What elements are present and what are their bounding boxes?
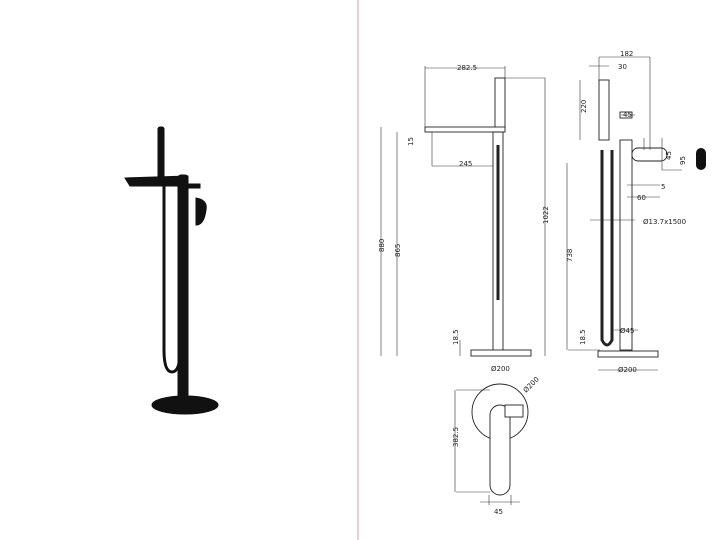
- dim-top-diameter: Ø200: [522, 375, 541, 394]
- side-spout: [424, 126, 506, 133]
- dim-30: 30: [618, 63, 627, 71]
- front-view: 182 30 220 45 45 95 5 60 Ø13.7x1500 738 …: [566, 50, 706, 374]
- product-photo: [124, 126, 219, 415]
- dim-base-diameter: Ø200: [491, 365, 510, 373]
- handle: [195, 197, 207, 226]
- dim-spout-thickness: 15: [407, 137, 415, 146]
- dim-hose: Ø13.7x1500: [643, 218, 686, 226]
- dim-220: 220: [580, 100, 588, 113]
- dim-182: 182: [620, 50, 633, 58]
- top-handle: [489, 404, 511, 496]
- front-handset: [598, 79, 610, 141]
- dim-95: 95: [679, 156, 687, 165]
- dim-865: 865: [394, 244, 402, 257]
- side-base: [470, 349, 532, 357]
- lever: [187, 183, 201, 189]
- dim-spout-reach: 245: [459, 160, 472, 168]
- dim-880: 880: [378, 239, 386, 252]
- dim-60: 60: [637, 194, 646, 202]
- front-base: [597, 350, 659, 358]
- dim-1022: 1022: [542, 206, 550, 224]
- dim-base-height: 18.5: [452, 329, 460, 345]
- hose: [162, 184, 182, 374]
- side-view: 282.5 245 15 880 865 1022 18.5 Ø200: [378, 64, 550, 373]
- front-pipe: [619, 139, 633, 351]
- dim-pipe-diameter: Ø45: [620, 327, 634, 335]
- side-handset: [494, 77, 506, 129]
- dim-body-offset: 45: [623, 111, 632, 119]
- front-handle: [631, 147, 668, 162]
- dim-738: 738: [566, 249, 574, 262]
- dim-top-width-45: 45: [494, 508, 503, 516]
- spout: [124, 175, 189, 187]
- dim-5: 5: [661, 183, 665, 191]
- handset: [157, 126, 165, 183]
- dim-base-height-front: 18.5: [579, 329, 587, 345]
- top-view: Ø200 382.5 45: [452, 375, 541, 516]
- handle-knurled: [696, 148, 706, 170]
- dim-handle-height: 45: [665, 151, 673, 160]
- front-hose: [600, 150, 614, 347]
- dim-base-diameter-front: Ø200: [618, 366, 637, 374]
- dim-top-width: 282.5: [457, 64, 477, 72]
- dim-382-5: 382.5: [452, 427, 460, 447]
- main-pipe: [177, 174, 189, 404]
